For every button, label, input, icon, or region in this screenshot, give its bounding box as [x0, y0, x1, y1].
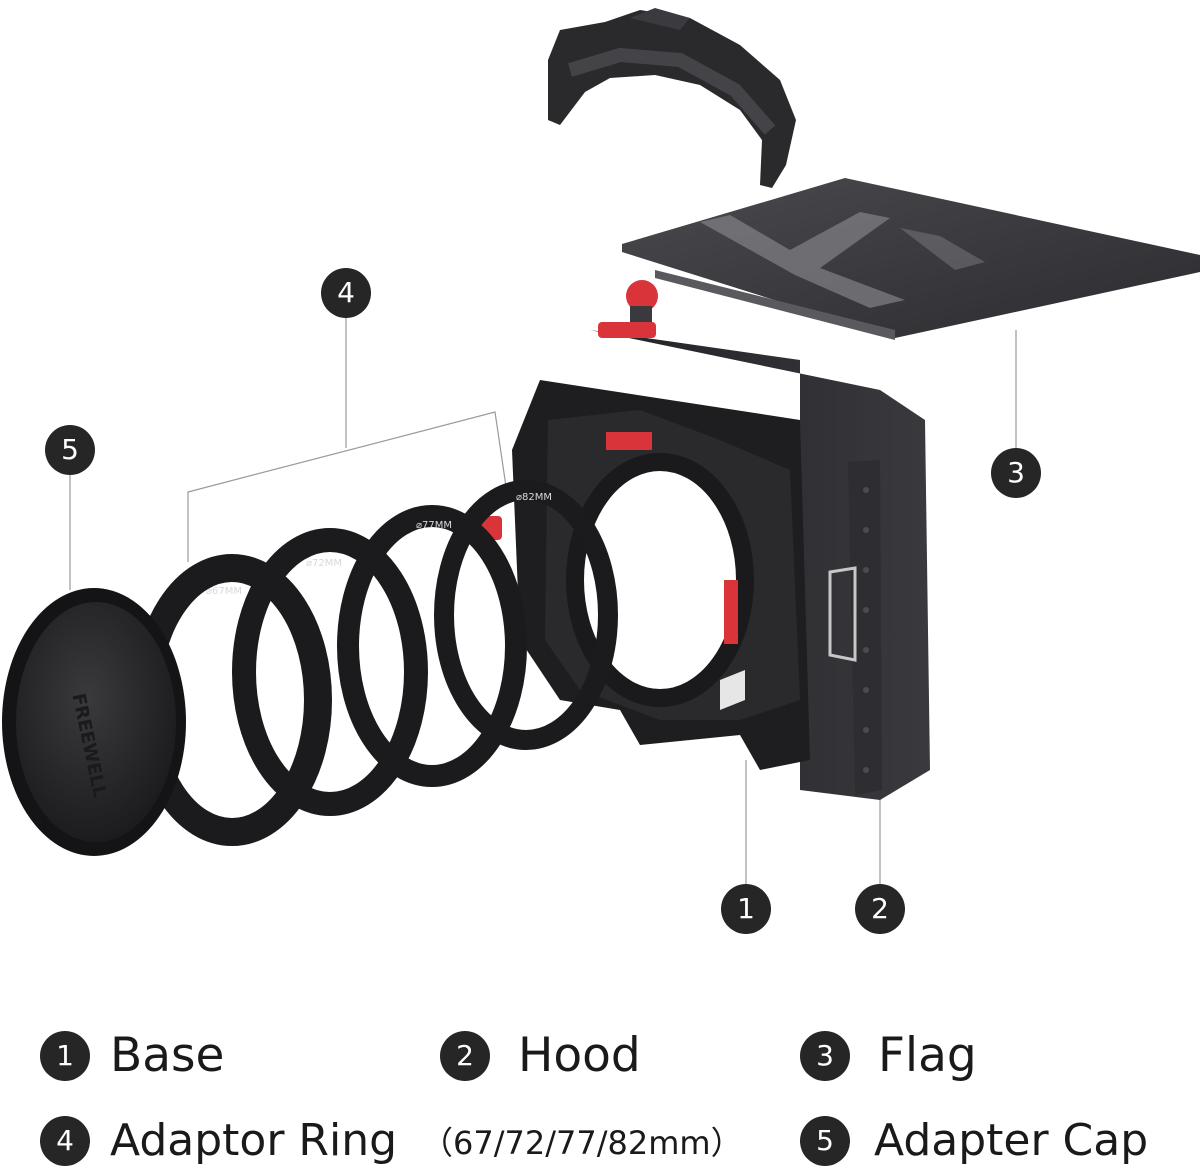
hood [590, 330, 930, 800]
legend-num: 3 [800, 1030, 850, 1081]
legend-num: 4 [40, 1115, 90, 1166]
callout-4: 4 [321, 268, 371, 318]
callout-3: 3 [991, 448, 1041, 498]
svg-text:⌀77MM: ⌀77MM [416, 520, 452, 531]
legend-label: Hood [518, 1028, 641, 1083]
svg-text:⌀82MM: ⌀82MM [516, 492, 552, 503]
flag-plate [622, 178, 1200, 340]
adaptor-rings: ⌀82MM ⌀77MM ⌀72MM ⌀67MM [132, 480, 618, 846]
legend-item-adapter-cap: 5 Adapter Cap [800, 1115, 1148, 1166]
callout-5: 5 [45, 425, 95, 475]
base-frame [480, 280, 810, 770]
adaptor-ring-82: ⌀82MM [434, 480, 618, 750]
svg-text:⌀72MM: ⌀72MM [306, 558, 342, 569]
legend-item-base: 1 Base [40, 1028, 224, 1083]
callout-1: 1 [721, 884, 771, 934]
legend-item-adaptor-ring: 4 Adaptor Ring （67/72/77/82mm） [40, 1115, 743, 1166]
legend-num: 2 [440, 1030, 490, 1081]
clamp-bracket [548, 8, 796, 188]
legend-note: （67/72/77/82mm） [421, 1123, 743, 1162]
legend-num: 1 [40, 1030, 90, 1081]
legend-item-hood: 2 Hood [440, 1028, 641, 1083]
adaptor-ring-77: ⌀77MM [337, 505, 527, 787]
legend-label: Base [110, 1028, 225, 1083]
legend-num: 5 [800, 1115, 850, 1166]
legend-label: Adapter Cap [874, 1115, 1149, 1166]
callout-2: 2 [855, 884, 905, 934]
leader-lines [69, 318, 1017, 884]
legend-label: Flag [878, 1028, 977, 1083]
svg-text:⌀67MM: ⌀67MM [206, 586, 242, 597]
adaptor-ring-72: ⌀72MM [232, 528, 428, 816]
legend-item-flag: 3 Flag [800, 1028, 977, 1083]
adapter-cap: FREEWELL [2, 588, 186, 856]
exploded-diagram: ⌀82MM ⌀77MM ⌀72MM ⌀67MM FREEWELL [2, 8, 1200, 884]
legend-label: Adaptor Ring [110, 1115, 398, 1166]
